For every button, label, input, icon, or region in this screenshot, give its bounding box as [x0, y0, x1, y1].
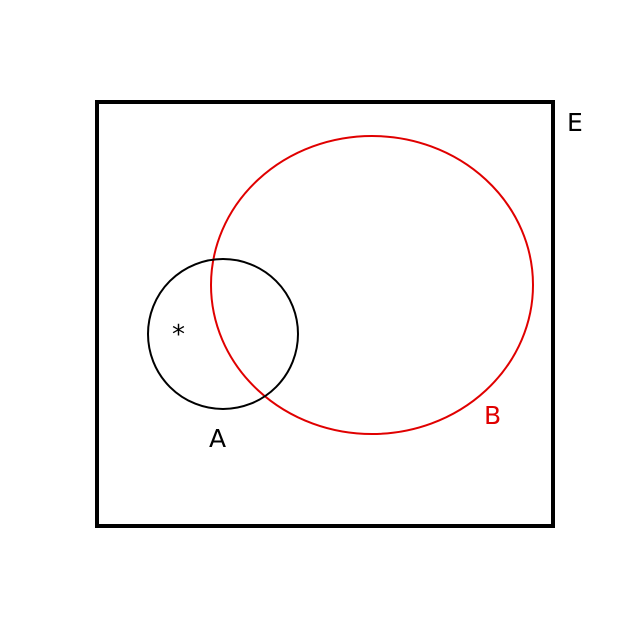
- region-marker-asterisk: *: [172, 320, 185, 350]
- universe-rectangle: [95, 100, 555, 528]
- set-b-label: B: [484, 401, 501, 430]
- set-a-label: A: [209, 424, 226, 453]
- set-a-circle: [147, 258, 299, 410]
- universe-label: E: [567, 108, 583, 137]
- set-b-ellipse: [210, 135, 534, 435]
